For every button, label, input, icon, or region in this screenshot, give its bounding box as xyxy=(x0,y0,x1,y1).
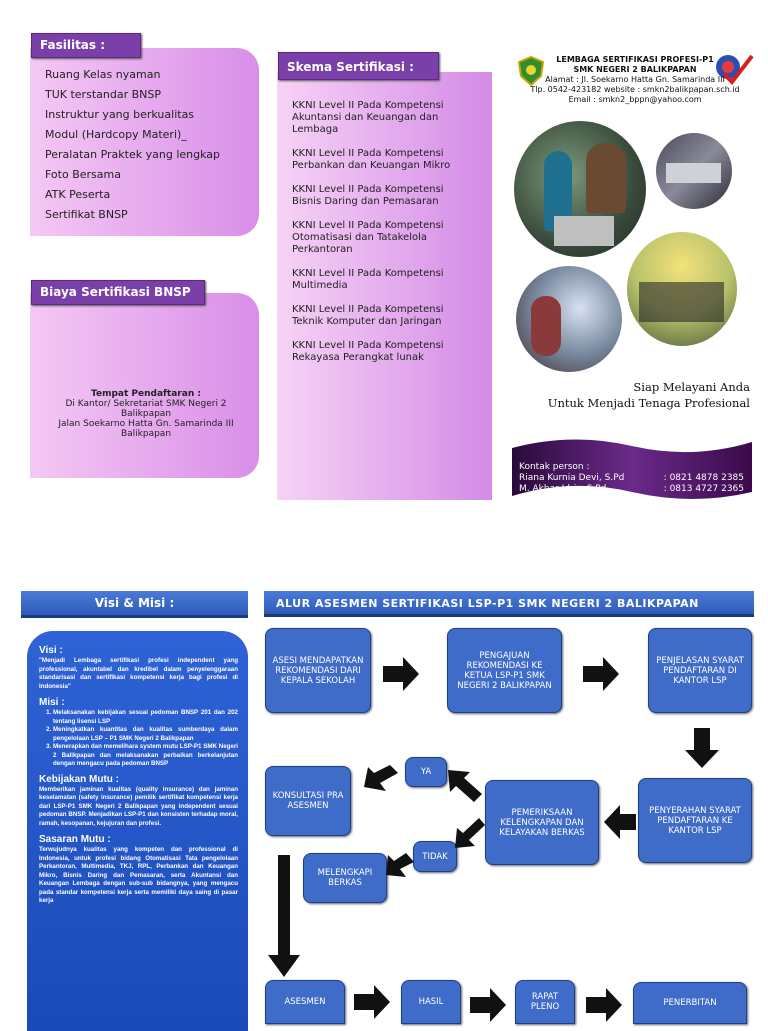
skema-item: KKNI Level II Pada Kompetensi Multimedia xyxy=(292,268,444,291)
fasilitas-item: TUK terstandar BNSP xyxy=(45,88,161,101)
slogan-line2: Untuk Menjadi Tenaga Profesional xyxy=(547,396,750,410)
fasilitas-list: Ruang Kelas nyaman TUK terstandar BNSP I… xyxy=(45,65,255,225)
contact-banner xyxy=(512,436,752,502)
kontak-label: Kontak person : xyxy=(519,462,590,472)
flow-asesmen: ASESMEN xyxy=(265,980,345,1024)
fasilitas-item: Peralatan Praktek yang lengkap xyxy=(45,148,220,161)
header-text: LEMBAGA SERTIFIKASI PROFESI-P1 SMK NEGER… xyxy=(518,55,752,105)
arrow-left-icon xyxy=(604,805,636,839)
fasilitas-panel xyxy=(30,48,259,236)
kontak-name: M. Akbar Idris, S.Pd xyxy=(519,484,607,494)
flow-step-pemeriksaan: PEMERIKSAAN KELENGKAPAN DAN KELAYAKAN BE… xyxy=(485,780,599,865)
arrow-right-icon xyxy=(354,985,390,1019)
skema-title: Skema Sertifikasi : xyxy=(278,52,439,80)
fasilitas-item: Ruang Kelas nyaman xyxy=(45,68,161,81)
fasilitas-item: Instruktur yang berkualitas xyxy=(45,108,195,121)
visi-text: "Menjadi Lembaga sertifikasi profesi ind… xyxy=(39,657,238,690)
fasilitas-item: Foto Bersama xyxy=(45,168,121,181)
skema-item: KKNI Level II Pada Kompetensi Bisnis Dar… xyxy=(292,184,444,207)
flow-connector-line xyxy=(278,855,290,965)
arrow-left-icon xyxy=(386,853,414,877)
kontak-name: Riana Kurnia Devi, S.Pd xyxy=(519,473,625,483)
kebijakan-heading: Kebijakan Mutu : xyxy=(39,773,120,785)
misi-item: Menerapkan dan memelihara system mutu LS… xyxy=(53,743,238,769)
visi-misi-bar: Visi & Misi : xyxy=(21,591,248,618)
biaya-panel xyxy=(30,293,259,478)
skema-item: KKNI Level II Pada Kompetensi Teknik Kom… xyxy=(292,304,444,327)
arrow-left-icon xyxy=(364,765,398,791)
kontak-phone: : 0813 4727 2365 xyxy=(663,484,744,494)
header-line2: SMK NEGERI 2 BALIKPAPAN xyxy=(573,65,697,74)
tempat-line: Balikpapan xyxy=(120,409,172,419)
flow-step-penyerahan: PENYERAHAN SYARAT PENDAFTARAN KE KANTOR … xyxy=(638,778,752,863)
skema-item: KKNI Level II Pada Kompetensi Akuntansi … xyxy=(292,100,444,135)
skema-list: KKNI Level II Pada Kompetensi Akuntansi … xyxy=(292,100,452,376)
photo-lab xyxy=(656,133,732,209)
arrow-right-icon xyxy=(583,657,619,691)
skema-item: KKNI Level II Pada Kompetensi Rekayasa P… xyxy=(292,340,444,363)
flow-ya: YA xyxy=(405,757,447,787)
flow-rapat: RAPAT PLENO xyxy=(515,980,575,1024)
arrow-down-icon xyxy=(268,955,300,977)
header-line4: Tlp. 0542-423182 website : smkn2balikpap… xyxy=(530,85,740,94)
flow-step-pengajuan: PENGAJUAN REKOMENDASI KE KETUA LSP-P1 SM… xyxy=(447,628,562,713)
header-line3: Alamat : Jl. Soekarno Hatta Gn. Samarind… xyxy=(545,75,725,84)
flow-melengkapi: MELENGKAPI BERKAS xyxy=(303,853,387,903)
skema-item: KKNI Level II Pada Kompetensi Perbankan … xyxy=(292,148,451,171)
flow-step-rekomendasi: ASESI MENDAPATKAN REKOMENDASI DARI KEPAL… xyxy=(265,628,371,713)
skema-item: KKNI Level II Pada Kompetensi Otomatisas… xyxy=(292,220,444,255)
slogan: Siap Melayani Anda Untuk Menjadi Tenaga … xyxy=(540,379,750,411)
arrow-right-icon xyxy=(383,657,419,691)
fasilitas-title: Fasilitas : xyxy=(31,33,141,58)
flow-hasil: HASIL xyxy=(401,980,461,1024)
tempat-line: Balikpapan xyxy=(120,429,172,439)
sasaran-text: Terwujudnya kualitas yang kompeten dan p… xyxy=(39,846,238,904)
fasilitas-item: Modul (Hardcopy Materi)_ xyxy=(45,128,187,141)
tempat-line: Jalan Soekarno Hatta Gn. Samarinda III xyxy=(58,419,234,429)
arrow-down-left-icon xyxy=(455,818,485,848)
misi-item: Melaksanakan kebijakan sesuai pedoman BN… xyxy=(53,709,238,726)
slogan-line1: Siap Melayani Anda xyxy=(633,380,750,394)
kebijakan-text: Memberikan jaminan kualitas (quality ins… xyxy=(39,785,238,827)
flow-konsultasi: KONSULTASI PRA ASESMEN xyxy=(265,766,351,836)
fasilitas-item: Sertifikat BNSP xyxy=(45,208,128,221)
arrow-up-left-icon xyxy=(448,770,482,802)
photo-computer-room xyxy=(627,232,737,346)
fasilitas-item: ATK Peserta xyxy=(45,188,111,201)
tempat-pendaftaran: Tempat Pendaftaran : Di Kantor/ Sekretar… xyxy=(40,389,252,439)
photo-classroom-1 xyxy=(514,121,646,257)
arrow-down-icon xyxy=(685,728,719,768)
visi-heading: Visi : xyxy=(39,645,63,656)
lsp-logo-icon xyxy=(517,55,545,87)
misi-list: Melaksanakan kebijakan sesuai pedoman BN… xyxy=(39,709,238,769)
alur-title: ALUR ASESMEN SERTIFIKASI LSP-P1 SMK NEGE… xyxy=(264,591,754,617)
header-line1: LEMBAGA SERTIFIKASI PROFESI-P1 xyxy=(556,55,714,64)
bnsp-logo-icon xyxy=(712,52,754,86)
header-line5: Email : smkn2_bppn@yahoo.com xyxy=(568,95,702,104)
flow-step-penjelasan: PENJELASAN SYARAT PENDAFTARAN DI KANTOR … xyxy=(648,628,752,713)
tempat-label: Tempat Pendaftaran : xyxy=(91,389,201,399)
visi-misi-panel: Visi : "Menjadi Lembaga sertifikasi prof… xyxy=(27,631,248,1031)
misi-heading: Misi : xyxy=(39,697,65,708)
misi-item: Meningkatkan kuantitas dan kualitas sumb… xyxy=(53,726,238,743)
flow-tidak: TIDAK xyxy=(413,841,457,872)
biaya-title: Biaya Sertifikasi BNSP xyxy=(31,280,205,305)
sasaran-heading: Sasaran Mutu : xyxy=(39,834,111,845)
kontak-phone: : 0821 4878 2385 xyxy=(663,473,744,483)
skema-panel xyxy=(277,72,492,500)
arrow-right-icon xyxy=(470,988,506,1022)
kontak: Kontak person : Riana Kurnia Devi, S.Pd … xyxy=(519,462,744,495)
photo-classroom-2 xyxy=(516,266,622,372)
tempat-line: Di Kantor/ Sekretariat SMK Negeri 2 xyxy=(65,399,227,409)
flow-penerbitan: PENERBITAN xyxy=(633,982,747,1024)
arrow-right-icon xyxy=(586,988,622,1022)
